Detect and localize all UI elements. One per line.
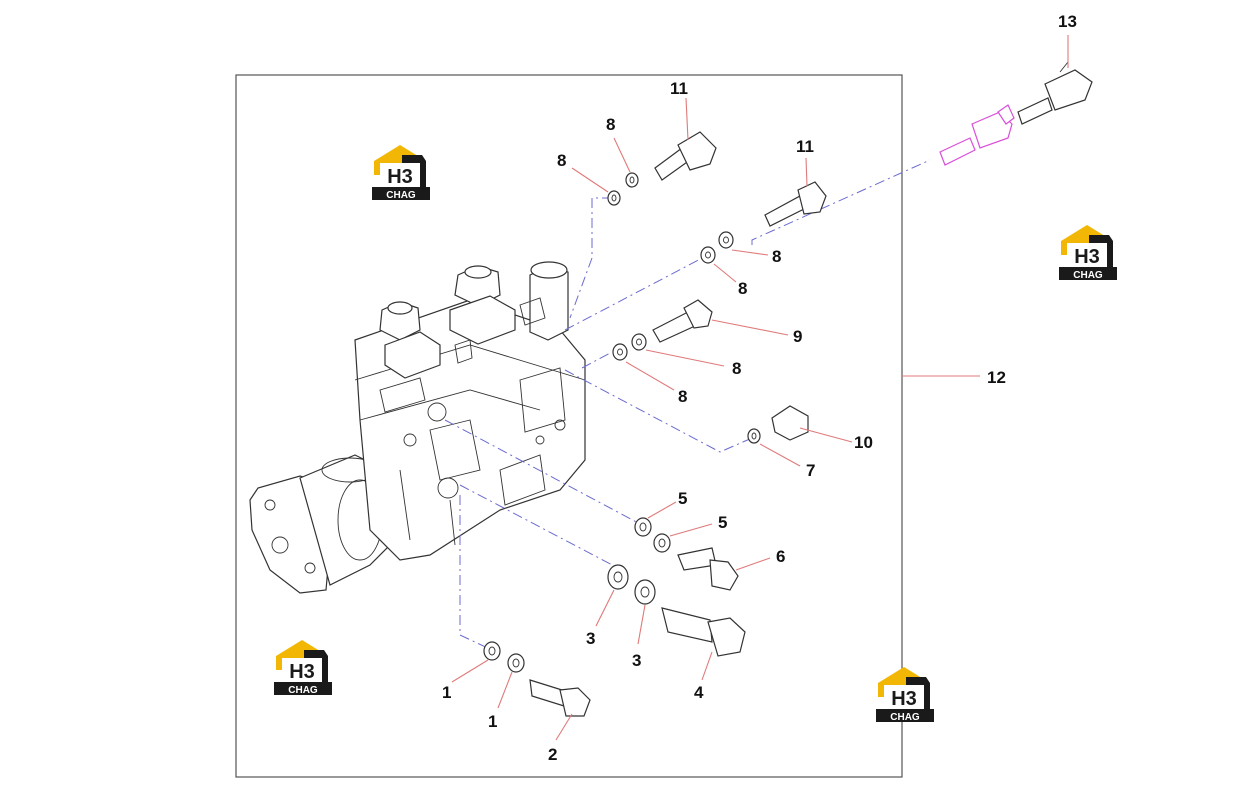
callout-1a: 1 bbox=[442, 683, 451, 702]
callout-6: 6 bbox=[776, 547, 785, 566]
callout-3a: 3 bbox=[586, 629, 595, 648]
injection-pump-body bbox=[249, 261, 586, 594]
callout-8f: 8 bbox=[678, 387, 687, 406]
logo-caption: CHAG bbox=[1073, 270, 1103, 281]
watermark-logo-2: H3 CHAG bbox=[1059, 225, 1117, 281]
callout-13: 13 bbox=[1058, 12, 1077, 31]
leader-lines bbox=[451, 35, 1069, 741]
logo-caption: CHAG bbox=[288, 685, 318, 696]
callout-3b: 3 bbox=[632, 651, 641, 670]
logo-mark: H3 bbox=[891, 688, 917, 710]
logo-mark: H3 bbox=[1074, 246, 1100, 268]
callout-8e: 8 bbox=[732, 359, 741, 378]
callout-11b: 11 bbox=[796, 137, 814, 156]
callout-2: 2 bbox=[548, 745, 557, 764]
assembly-lines bbox=[444, 159, 931, 651]
logo-caption: CHAG bbox=[890, 712, 920, 723]
watermark-logo-1: H3 CHAG bbox=[372, 145, 430, 201]
logo-mark: H3 bbox=[289, 661, 315, 683]
watermark-logo-4: H3 CHAG bbox=[876, 667, 934, 723]
callout-8a: 8 bbox=[557, 151, 566, 170]
callout-10: 10 bbox=[854, 433, 873, 452]
callout-8b: 8 bbox=[606, 115, 615, 134]
callout-1b: 1 bbox=[488, 712, 497, 731]
callout-5b: 5 bbox=[718, 513, 727, 532]
watermark-logo-3: H3 CHAG bbox=[274, 640, 332, 696]
callout-9: 9 bbox=[793, 327, 802, 346]
callout-12: 12 bbox=[987, 368, 1006, 387]
callout-7: 7 bbox=[806, 461, 815, 480]
parts bbox=[483, 61, 1093, 717]
callout-8c: 8 bbox=[772, 247, 781, 266]
callout-11a: 11 bbox=[670, 79, 688, 98]
callout-5a: 5 bbox=[678, 489, 687, 508]
callout-labels: 1 1 2 3 3 4 5 5 6 7 8 8 8 8 8 8 9 10 11 … bbox=[442, 12, 1077, 764]
logo-mark: H3 bbox=[387, 166, 413, 188]
logo-caption: CHAG bbox=[386, 190, 416, 201]
assembly-frame bbox=[235, 74, 903, 778]
callout-8d: 8 bbox=[738, 279, 747, 298]
callout-4: 4 bbox=[694, 683, 704, 702]
